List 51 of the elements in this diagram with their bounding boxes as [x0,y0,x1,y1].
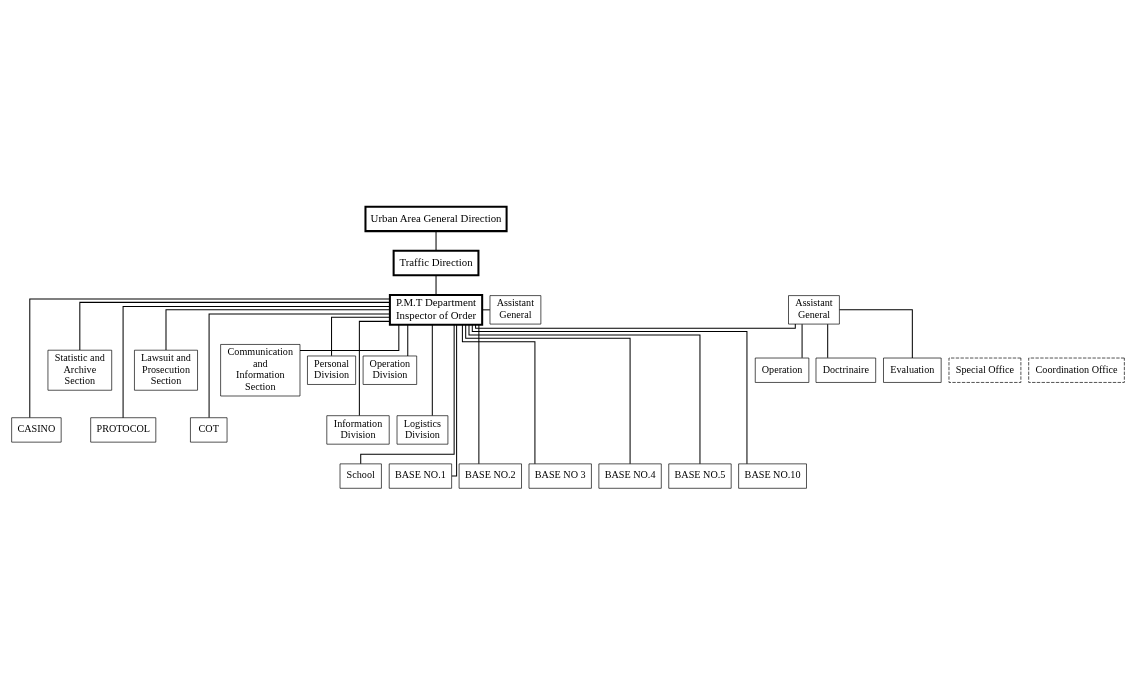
node-box: COT [190,417,228,443]
connector [435,274,437,296]
node-box: BASE NO.4 [598,463,662,489]
connector [79,301,391,351]
connector [471,324,748,465]
node-box: Coordination Office [1028,357,1125,383]
node-box: P.M.T Department Inspector of Order [388,293,484,326]
node-box: Operation Division [362,355,418,385]
node-box: Statistic and Archive Section [47,349,113,391]
connector [208,313,391,419]
connector [839,309,913,359]
node-box: Logistics Division [396,415,449,445]
connector [481,309,491,311]
node-box: Personal Division [307,355,356,385]
connector [299,324,400,352]
node-box: Evaluation [883,357,942,383]
connector [827,323,829,359]
connector [475,323,796,329]
node-box: Traffic Direction [392,249,480,277]
node-box: BASE NO.1 [388,463,452,489]
connector [435,230,437,252]
connector [468,324,701,465]
connector [331,316,391,357]
node-box: CASINO [11,417,62,443]
connector [29,298,391,419]
connector [478,324,480,465]
connector [451,324,458,477]
node-box: Operation [754,357,810,383]
connector [801,323,803,359]
connector [358,320,391,417]
connector [122,305,391,419]
node-box: Communication and Information Section [220,344,301,397]
node-box: Doctrinaire [815,357,877,383]
connector [431,324,433,417]
node-box: BASE NO.2 [458,463,522,489]
node-box: Assistant General [489,295,542,325]
connector [165,309,391,351]
node-box: Urban Area General Direction [364,205,508,233]
node-box: School [339,463,382,489]
node-box: BASE NO.10 [738,463,807,489]
node-box: Lawsuit and Prosecution Section [134,349,198,391]
node-box: Assistant General [788,295,840,325]
node-box: PROTOCOL [90,417,157,443]
connector [461,324,536,465]
node-box: BASE NO 3 [528,463,592,489]
connector [465,324,631,465]
connector [360,324,455,465]
node-box: Special Office [948,357,1022,383]
connector [407,324,409,357]
node-box: Information Division [326,415,390,445]
node-box: BASE NO.5 [668,463,732,489]
